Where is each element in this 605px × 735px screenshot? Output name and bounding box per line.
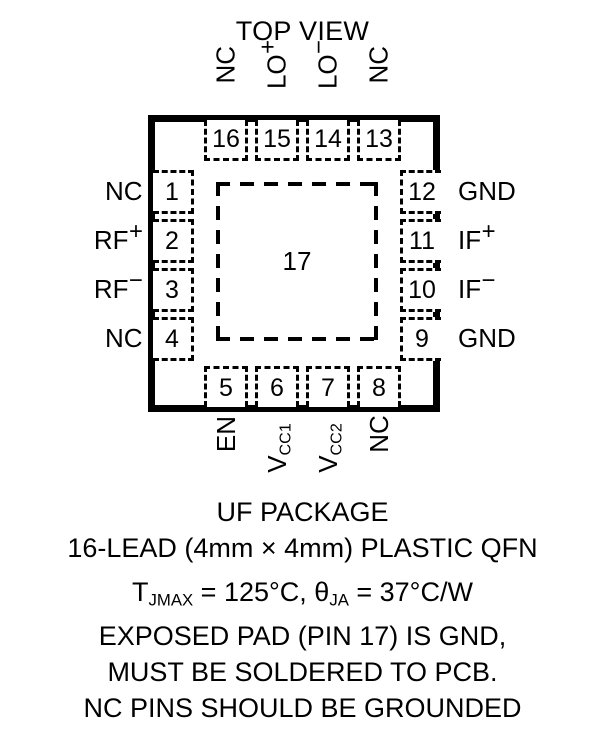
pin-label-3-sign: − bbox=[129, 266, 143, 294]
pin-pad-1[interactable]: 1 bbox=[153, 170, 194, 214]
thermal-specs: TJMAX = 125°C, θJA = 37°C/W bbox=[0, 577, 605, 609]
tjmax-subscript: JMAX bbox=[148, 590, 194, 610]
pin-label-8: NC bbox=[364, 374, 394, 494]
pin-label-10-text: IF bbox=[458, 274, 482, 304]
pin-pad-5[interactable]: 5 bbox=[204, 366, 248, 407]
tjmax-value: = 125°C, bbox=[193, 577, 315, 607]
pin-pad-2[interactable]: 2 bbox=[153, 219, 194, 263]
pin-label-2-sign: + bbox=[129, 217, 143, 245]
pin-label-11-text: IF bbox=[458, 225, 482, 255]
pin-label-12-text: GND bbox=[458, 176, 516, 206]
theta-ja-value: = 37°C/W bbox=[348, 577, 473, 607]
pin-label-3: RF− bbox=[3, 269, 143, 304]
pin-label-6-sub: CC1 bbox=[276, 423, 295, 456]
exposed-pad-outline: 17 bbox=[216, 182, 378, 341]
pin-label-15: LO+ bbox=[255, 4, 292, 124]
pin-label-16: NC bbox=[210, 4, 241, 124]
theta-ja-subscript: JA bbox=[329, 590, 349, 610]
exposed-pad-number: 17 bbox=[282, 246, 312, 276]
pin-pad-13[interactable]: 13 bbox=[357, 120, 401, 161]
pin-label-1: NC bbox=[3, 178, 143, 205]
pin-label-4-text: NC bbox=[104, 323, 143, 353]
package-description: 16-LEAD (4mm × 4mm) PLASTIC QFN bbox=[67, 533, 538, 563]
caption-block: UF PACKAGE 16-LEAD (4mm × 4mm) PLASTIC Q… bbox=[0, 499, 605, 722]
pin-label-13: NC bbox=[363, 4, 394, 124]
pin-label-5-text: EN bbox=[211, 415, 241, 453]
note-line-3: NC PINS SHOULD BE GROUNDED bbox=[83, 693, 522, 723]
pin-pad-12[interactable]: 12 bbox=[400, 170, 441, 214]
pin-pad-10[interactable]: 10 bbox=[400, 268, 441, 312]
pin-pad-7[interactable]: 7 bbox=[306, 366, 350, 407]
pin-label-11: IF+ bbox=[458, 220, 605, 255]
pin-pad-16[interactable]: 16 bbox=[204, 120, 248, 161]
pin-pad-8[interactable]: 8 bbox=[357, 366, 401, 407]
pin-label-7-text: V bbox=[313, 455, 343, 473]
pin-label-5: EN bbox=[211, 374, 241, 494]
pin-label-13-text: NC bbox=[363, 45, 394, 84]
pin-label-7: VCC2 bbox=[313, 388, 346, 508]
pin-pad-4[interactable]: 4 bbox=[153, 317, 194, 361]
pin-label-1-text: NC bbox=[104, 176, 143, 206]
pin-pad-6[interactable]: 6 bbox=[255, 366, 299, 407]
pin-label-15-text: LO bbox=[261, 54, 292, 90]
pin-label-9: GND bbox=[458, 325, 605, 352]
pin-label-10: IF− bbox=[458, 269, 605, 304]
note-line-2: MUST BE SOLDERED TO PCB. bbox=[107, 657, 498, 687]
theta-ja-symbol: θ bbox=[314, 577, 330, 607]
pin-label-3-text: RF bbox=[93, 274, 129, 304]
pin-label-16-text: NC bbox=[210, 45, 241, 84]
pin-label-6-text: V bbox=[262, 455, 292, 473]
pin-label-7-sub: CC2 bbox=[327, 423, 346, 456]
package-name: UF PACKAGE bbox=[216, 497, 389, 527]
pin-label-14-sign: − bbox=[305, 39, 333, 54]
pin-label-14-text: LO bbox=[312, 54, 343, 90]
pin-pad-14[interactable]: 14 bbox=[306, 120, 350, 161]
pin-label-8-text: NC bbox=[364, 415, 394, 453]
tjmax-symbol: T bbox=[132, 577, 149, 607]
pin-pad-15[interactable]: 15 bbox=[255, 120, 299, 161]
package-body-outline bbox=[148, 115, 440, 412]
pin-label-15-sign: + bbox=[254, 39, 282, 54]
pin-label-12: GND bbox=[458, 178, 605, 205]
pin-label-6: VCC1 bbox=[262, 388, 295, 508]
pin-label-9-text: GND bbox=[458, 323, 516, 353]
pin-label-11-sign: + bbox=[481, 217, 496, 245]
pin-label-14: LO− bbox=[306, 4, 343, 124]
pin-label-2: RF+ bbox=[3, 220, 143, 255]
pin-pad-9[interactable]: 9 bbox=[400, 317, 441, 361]
view-title: TOP VIEW bbox=[235, 16, 370, 46]
note-line-1: EXPOSED PAD (PIN 17) IS GND, bbox=[98, 621, 507, 651]
pin-label-2-text: RF bbox=[93, 225, 129, 255]
pin-pad-11[interactable]: 11 bbox=[400, 219, 441, 263]
pin-label-4: NC bbox=[3, 325, 143, 352]
pin-label-10-sign: − bbox=[481, 266, 496, 294]
pin-pad-3[interactable]: 3 bbox=[153, 268, 194, 312]
